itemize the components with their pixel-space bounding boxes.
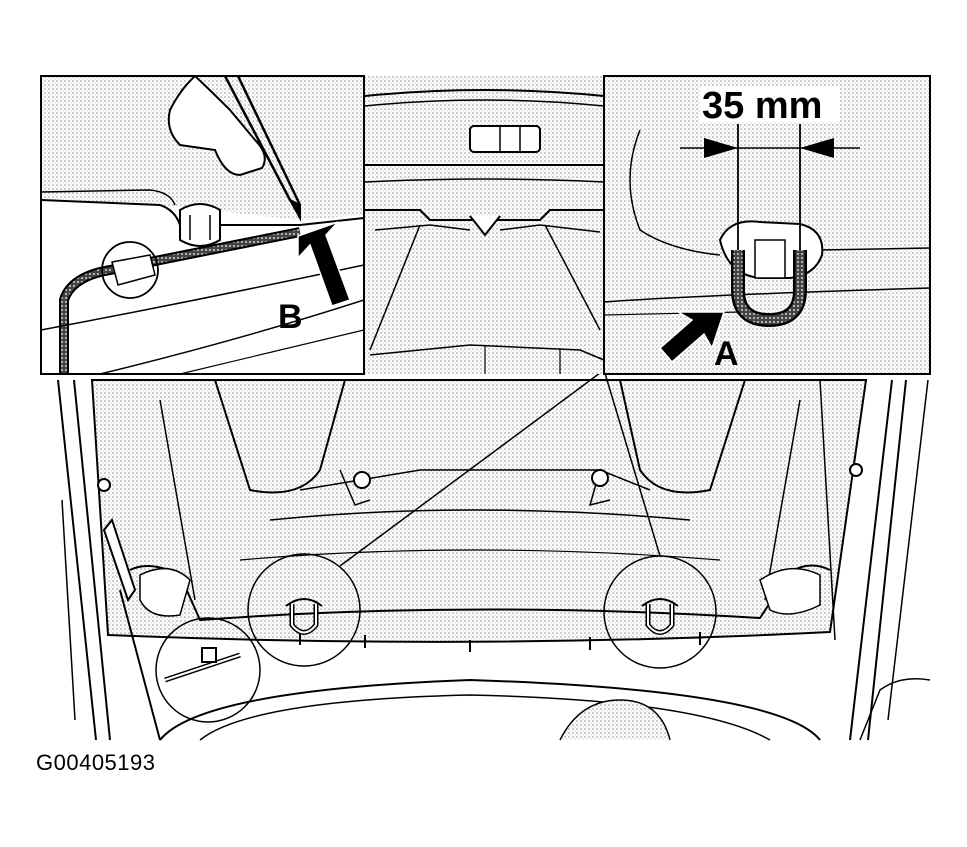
arrow-b [297,221,351,307]
hood-main-view [57,379,931,741]
detail-circles [155,369,717,723]
leader-line-a-right [603,369,661,557]
engine-bay [159,678,821,741]
hand [167,76,266,177]
center-upper-view [364,76,605,374]
callout-b: B [278,298,303,336]
left-strut [102,517,137,603]
detail-circle-left-latch [247,553,361,667]
center-handle [469,125,541,153]
windshield-edge [364,89,605,97]
detail-circle-b [155,617,261,723]
left-fender-edge [57,379,97,741]
detail-box-b: B [40,75,365,375]
dimension-label: 35 mm [702,85,822,127]
leader-line-a-left [339,369,605,567]
hood-panel [90,379,868,643]
bolt-right-1 [591,469,609,487]
right-fender-edge [867,379,907,741]
bolt-left-1 [353,471,371,489]
detail-box-a-frame [603,75,931,375]
figure-id: G00405193 [36,750,156,775]
detail-box-a: 35 mm A [603,75,931,375]
detail-box-b-frame [40,75,365,375]
hood-latch-loops [164,598,679,683]
arrow-a [658,311,726,364]
callout-a: A [714,335,739,373]
